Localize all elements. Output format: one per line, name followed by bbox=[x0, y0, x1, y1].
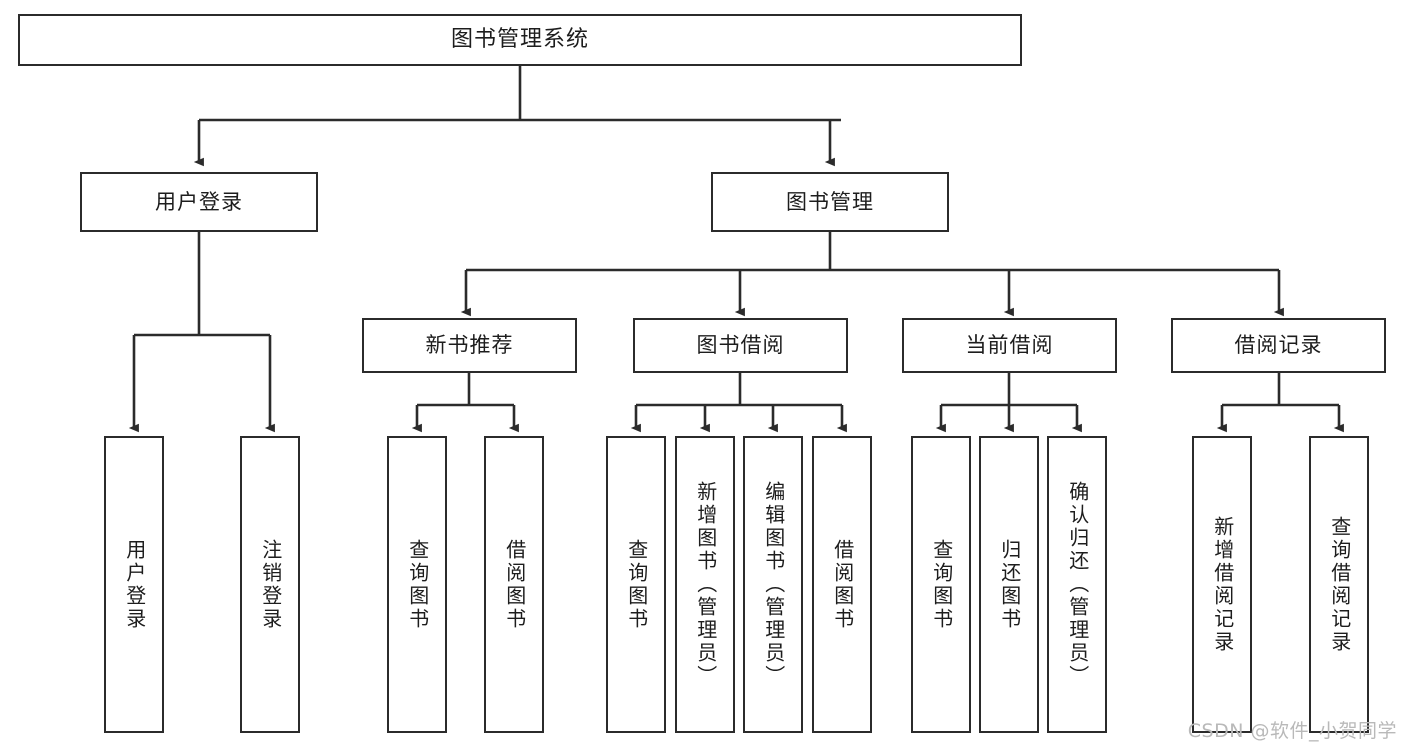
node-book-management[interactable]: 图书管理 bbox=[711, 172, 949, 232]
node-book-management-label: 图书管理 bbox=[786, 189, 874, 214]
node-borrow-record[interactable]: 借阅记录 bbox=[1171, 318, 1386, 373]
leaf-query-book-borrow[interactable]: 查询图书 bbox=[606, 436, 666, 733]
node-root-system[interactable]: 图书管理系统 bbox=[18, 14, 1022, 66]
leaf-user-login-label: 用户登录 bbox=[122, 538, 147, 631]
leaf-confirm-return-admin-label: 确认归还（管理员） bbox=[1065, 481, 1090, 688]
leaf-add-book-admin[interactable]: 新增图书（管理员） bbox=[675, 436, 735, 733]
leaf-add-book-admin-label: 新增图书（管理员） bbox=[693, 481, 718, 688]
node-user-login-label: 用户登录 bbox=[155, 189, 243, 214]
leaf-edit-book-admin-label: 编辑图书（管理员） bbox=[761, 481, 786, 688]
leaf-confirm-return-admin[interactable]: 确认归还（管理员） bbox=[1047, 436, 1107, 733]
leaf-borrow-book-recommend-label: 借阅图书 bbox=[502, 538, 527, 631]
leaf-borrow-book[interactable]: 借阅图书 bbox=[812, 436, 872, 733]
leaf-query-borrow-record-label: 查询借阅记录 bbox=[1327, 515, 1352, 654]
node-new-book-recommend[interactable]: 新书推荐 bbox=[362, 318, 577, 373]
node-book-borrow-label: 图书借阅 bbox=[696, 333, 785, 358]
node-borrow-record-label: 借阅记录 bbox=[1234, 333, 1323, 358]
leaf-query-book-recommend[interactable]: 查询图书 bbox=[387, 436, 447, 733]
node-new-book-recommend-label: 新书推荐 bbox=[425, 333, 514, 358]
leaf-return-book[interactable]: 归还图书 bbox=[979, 436, 1039, 733]
leaf-return-book-label: 归还图书 bbox=[997, 538, 1022, 631]
leaf-edit-book-admin[interactable]: 编辑图书（管理员） bbox=[743, 436, 803, 733]
node-current-borrow-label: 当前借阅 bbox=[965, 333, 1054, 358]
node-current-borrow[interactable]: 当前借阅 bbox=[902, 318, 1117, 373]
leaf-add-borrow-record-label: 新增借阅记录 bbox=[1210, 515, 1235, 654]
leaf-query-book-borrow-label: 查询图书 bbox=[624, 538, 649, 631]
leaf-borrow-book-label: 借阅图书 bbox=[830, 538, 855, 631]
watermark-text: CSDN @软件_小贺同学 bbox=[1187, 720, 1397, 742]
leaf-logout[interactable]: 注销登录 bbox=[240, 436, 300, 733]
leaf-query-book-current-label: 查询图书 bbox=[929, 538, 954, 631]
node-book-borrow[interactable]: 图书借阅 bbox=[633, 318, 848, 373]
leaf-query-book-current[interactable]: 查询图书 bbox=[911, 436, 971, 733]
leaf-borrow-book-recommend[interactable]: 借阅图书 bbox=[484, 436, 544, 733]
leaf-add-borrow-record[interactable]: 新增借阅记录 bbox=[1192, 436, 1252, 733]
leaf-user-login[interactable]: 用户登录 bbox=[104, 436, 164, 733]
node-root-system-label: 图书管理系统 bbox=[450, 27, 589, 53]
leaf-query-book-recommend-label: 查询图书 bbox=[405, 538, 430, 631]
leaf-logout-label: 注销登录 bbox=[258, 538, 283, 631]
node-user-login[interactable]: 用户登录 bbox=[80, 172, 318, 232]
leaf-query-borrow-record[interactable]: 查询借阅记录 bbox=[1309, 436, 1369, 733]
